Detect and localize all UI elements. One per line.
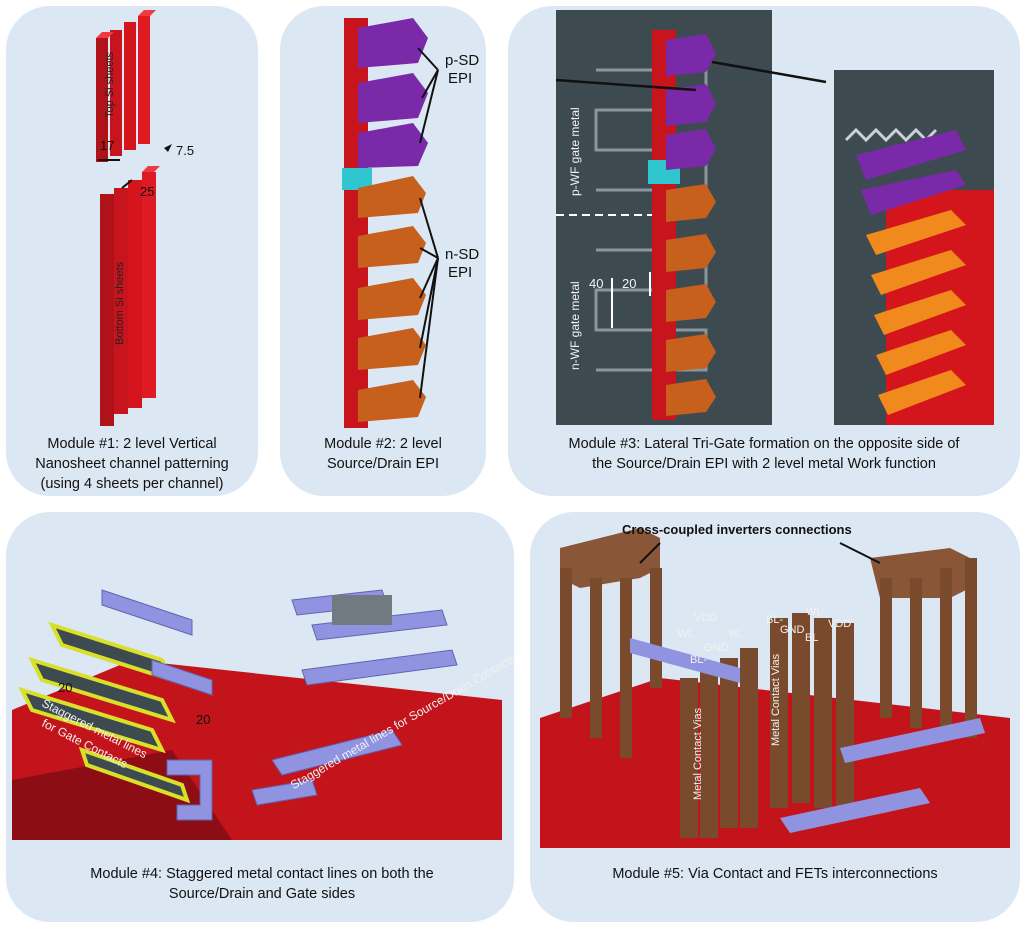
bottom-si-label: Bottom Si sheets	[114, 261, 126, 345]
l-bl-label: BL	[729, 628, 743, 640]
metal-contact-vias	[560, 558, 977, 838]
dim-20a-label: 20	[58, 680, 73, 695]
module-5-caption: Module #5: Via Contact and FETs intercon…	[536, 864, 1014, 884]
module-2-figure	[342, 18, 439, 428]
vias-label-left: Metal Contact Vias	[692, 707, 704, 800]
module-4-caption-line-2: Source/Drain and Gate sides	[168, 886, 356, 902]
vias-label-right: Metal Contact Vias	[770, 653, 782, 746]
n-wf-gate-metal-label: n-WF gate metal	[568, 281, 582, 370]
n-sd-label-2: EPI	[448, 264, 473, 281]
module-2-title: Module #2:	[324, 436, 396, 452]
n-sd-label-1: n-SD	[445, 246, 480, 263]
dim-20-label: 20	[622, 276, 637, 291]
r-gnd-label: GND	[780, 624, 805, 636]
module-2-caption-line-2: Source/Drain EPI	[326, 456, 440, 472]
module-3-title: Module #3:	[568, 436, 641, 452]
r-vdd-label: VDD	[828, 618, 852, 630]
p-sd-epi	[358, 18, 428, 168]
bottom-si-sheets	[100, 166, 160, 426]
module-1-caption: Module #1: 2 level Vertical Nanosheet ch…	[10, 434, 254, 494]
cross-coupled-connection-left	[560, 528, 660, 588]
module-3-caption: Module #3: Lateral Tri-Gate formation on…	[514, 434, 1014, 474]
n-sd-epi	[358, 176, 426, 422]
module-2-caption: Module #2: 2 level Source/Drain EPI	[284, 434, 482, 474]
module-1-caption-line-1: 2 level Vertical	[119, 436, 217, 452]
p-sd-label-1: p-SD	[445, 52, 480, 69]
dim-25-label: 25	[140, 184, 155, 199]
r-blm-label: BL-	[766, 614, 784, 626]
module-3-caption-line-1: Lateral Tri-Gate formation on the opposi…	[640, 436, 960, 452]
dim-17-label: 17	[100, 138, 115, 153]
module-4-title: Module #4:	[90, 866, 163, 882]
l-wl-label: WL	[678, 628, 695, 640]
module-3-caption-line-2: the Source/Drain EPI with 2 level metal …	[592, 456, 936, 472]
module-1-figure	[96, 10, 172, 426]
module-1-caption-line-3: (using 4 sheets per channel)	[40, 476, 224, 492]
module-4-caption: Module #4: Staggered metal contact lines…	[12, 864, 512, 904]
top-si-sheets	[96, 10, 156, 162]
module-1-title: Module #1:	[47, 436, 120, 452]
module-5-title: Module #5:	[612, 866, 685, 882]
r-bl-label: BL	[805, 632, 819, 644]
l-blm-label: BL-	[690, 654, 708, 666]
l-gnd-label: GND	[704, 642, 729, 654]
module-5-figure	[540, 528, 1010, 848]
module-3-figure	[556, 10, 994, 425]
r-wl-label: WL	[806, 606, 823, 618]
dim-7-5-label: 7.5	[176, 143, 195, 158]
module-2-caption-line-1: 2 level	[395, 436, 442, 452]
l-vdd-label: VDD	[694, 612, 718, 624]
p-sd-label-2: EPI	[448, 70, 473, 87]
dim-20b-label: 20	[196, 712, 211, 727]
module-4-figure	[12, 589, 502, 840]
module-5-caption-line-1: Via Contact and FETs interconnections	[684, 866, 938, 882]
p-wf-gate-metal-label: p-WF gate metal	[568, 107, 582, 196]
module-1-caption-line-2: Nanosheet channel patterning	[35, 456, 229, 472]
top-si-label: Top Si sheets	[104, 51, 116, 118]
cross-coupled-label: Cross-coupled inverters connections	[622, 522, 852, 537]
module-4-caption-line-1: Staggered metal contact lines on both th…	[162, 866, 434, 882]
dim-40-label: 40	[589, 276, 604, 291]
